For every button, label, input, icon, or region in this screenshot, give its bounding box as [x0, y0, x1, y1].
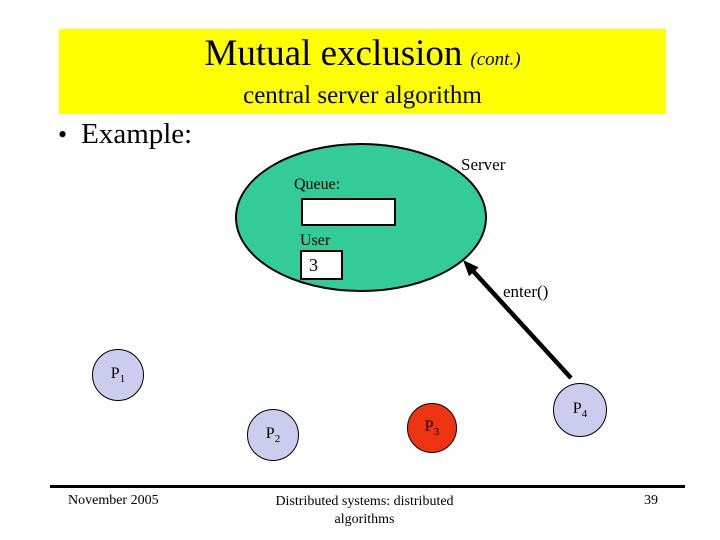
bullet-label: Example:	[81, 118, 193, 150]
page-title: Mutual exclusion (cont.)	[204, 32, 521, 80]
page-subtitle: central server algorithm	[243, 81, 482, 109]
footer-title-line2: algorithms	[334, 512, 395, 527]
process-label-p3: P3	[424, 417, 440, 439]
user-label: User	[300, 232, 331, 249]
process-circle-p2: P2	[247, 409, 299, 461]
queue-box	[301, 198, 396, 226]
example-bullet: • Example:	[58, 118, 192, 151]
process-circle-p3: P3	[407, 403, 457, 453]
title-banner: Mutual exclusion (cont.) central server a…	[59, 29, 666, 114]
queue-label: Queue:	[294, 176, 341, 193]
title-suffix: (cont.)	[470, 48, 521, 70]
process-circle-p1: P1	[92, 349, 144, 401]
footer-date: November 2005	[68, 493, 159, 508]
footer-divider	[50, 485, 685, 488]
process-label-p2: P2	[265, 424, 281, 446]
process-label-p4: P4	[572, 399, 588, 421]
process-label-p1: P1	[110, 364, 126, 386]
server-label: Server	[461, 155, 506, 174]
bullet-icon: •	[58, 120, 68, 149]
user-value-box: 3	[300, 250, 343, 280]
enter-label: enter()	[503, 282, 549, 301]
footer-page-number: 39	[644, 493, 658, 508]
footer-title-line1: Distributed systems: distributed	[275, 494, 454, 509]
title-text: Mutual exclusion	[204, 32, 463, 74]
footer-title: Distributed systems: distributed algorit…	[262, 493, 467, 529]
process-circle-p4: P4	[553, 383, 607, 437]
